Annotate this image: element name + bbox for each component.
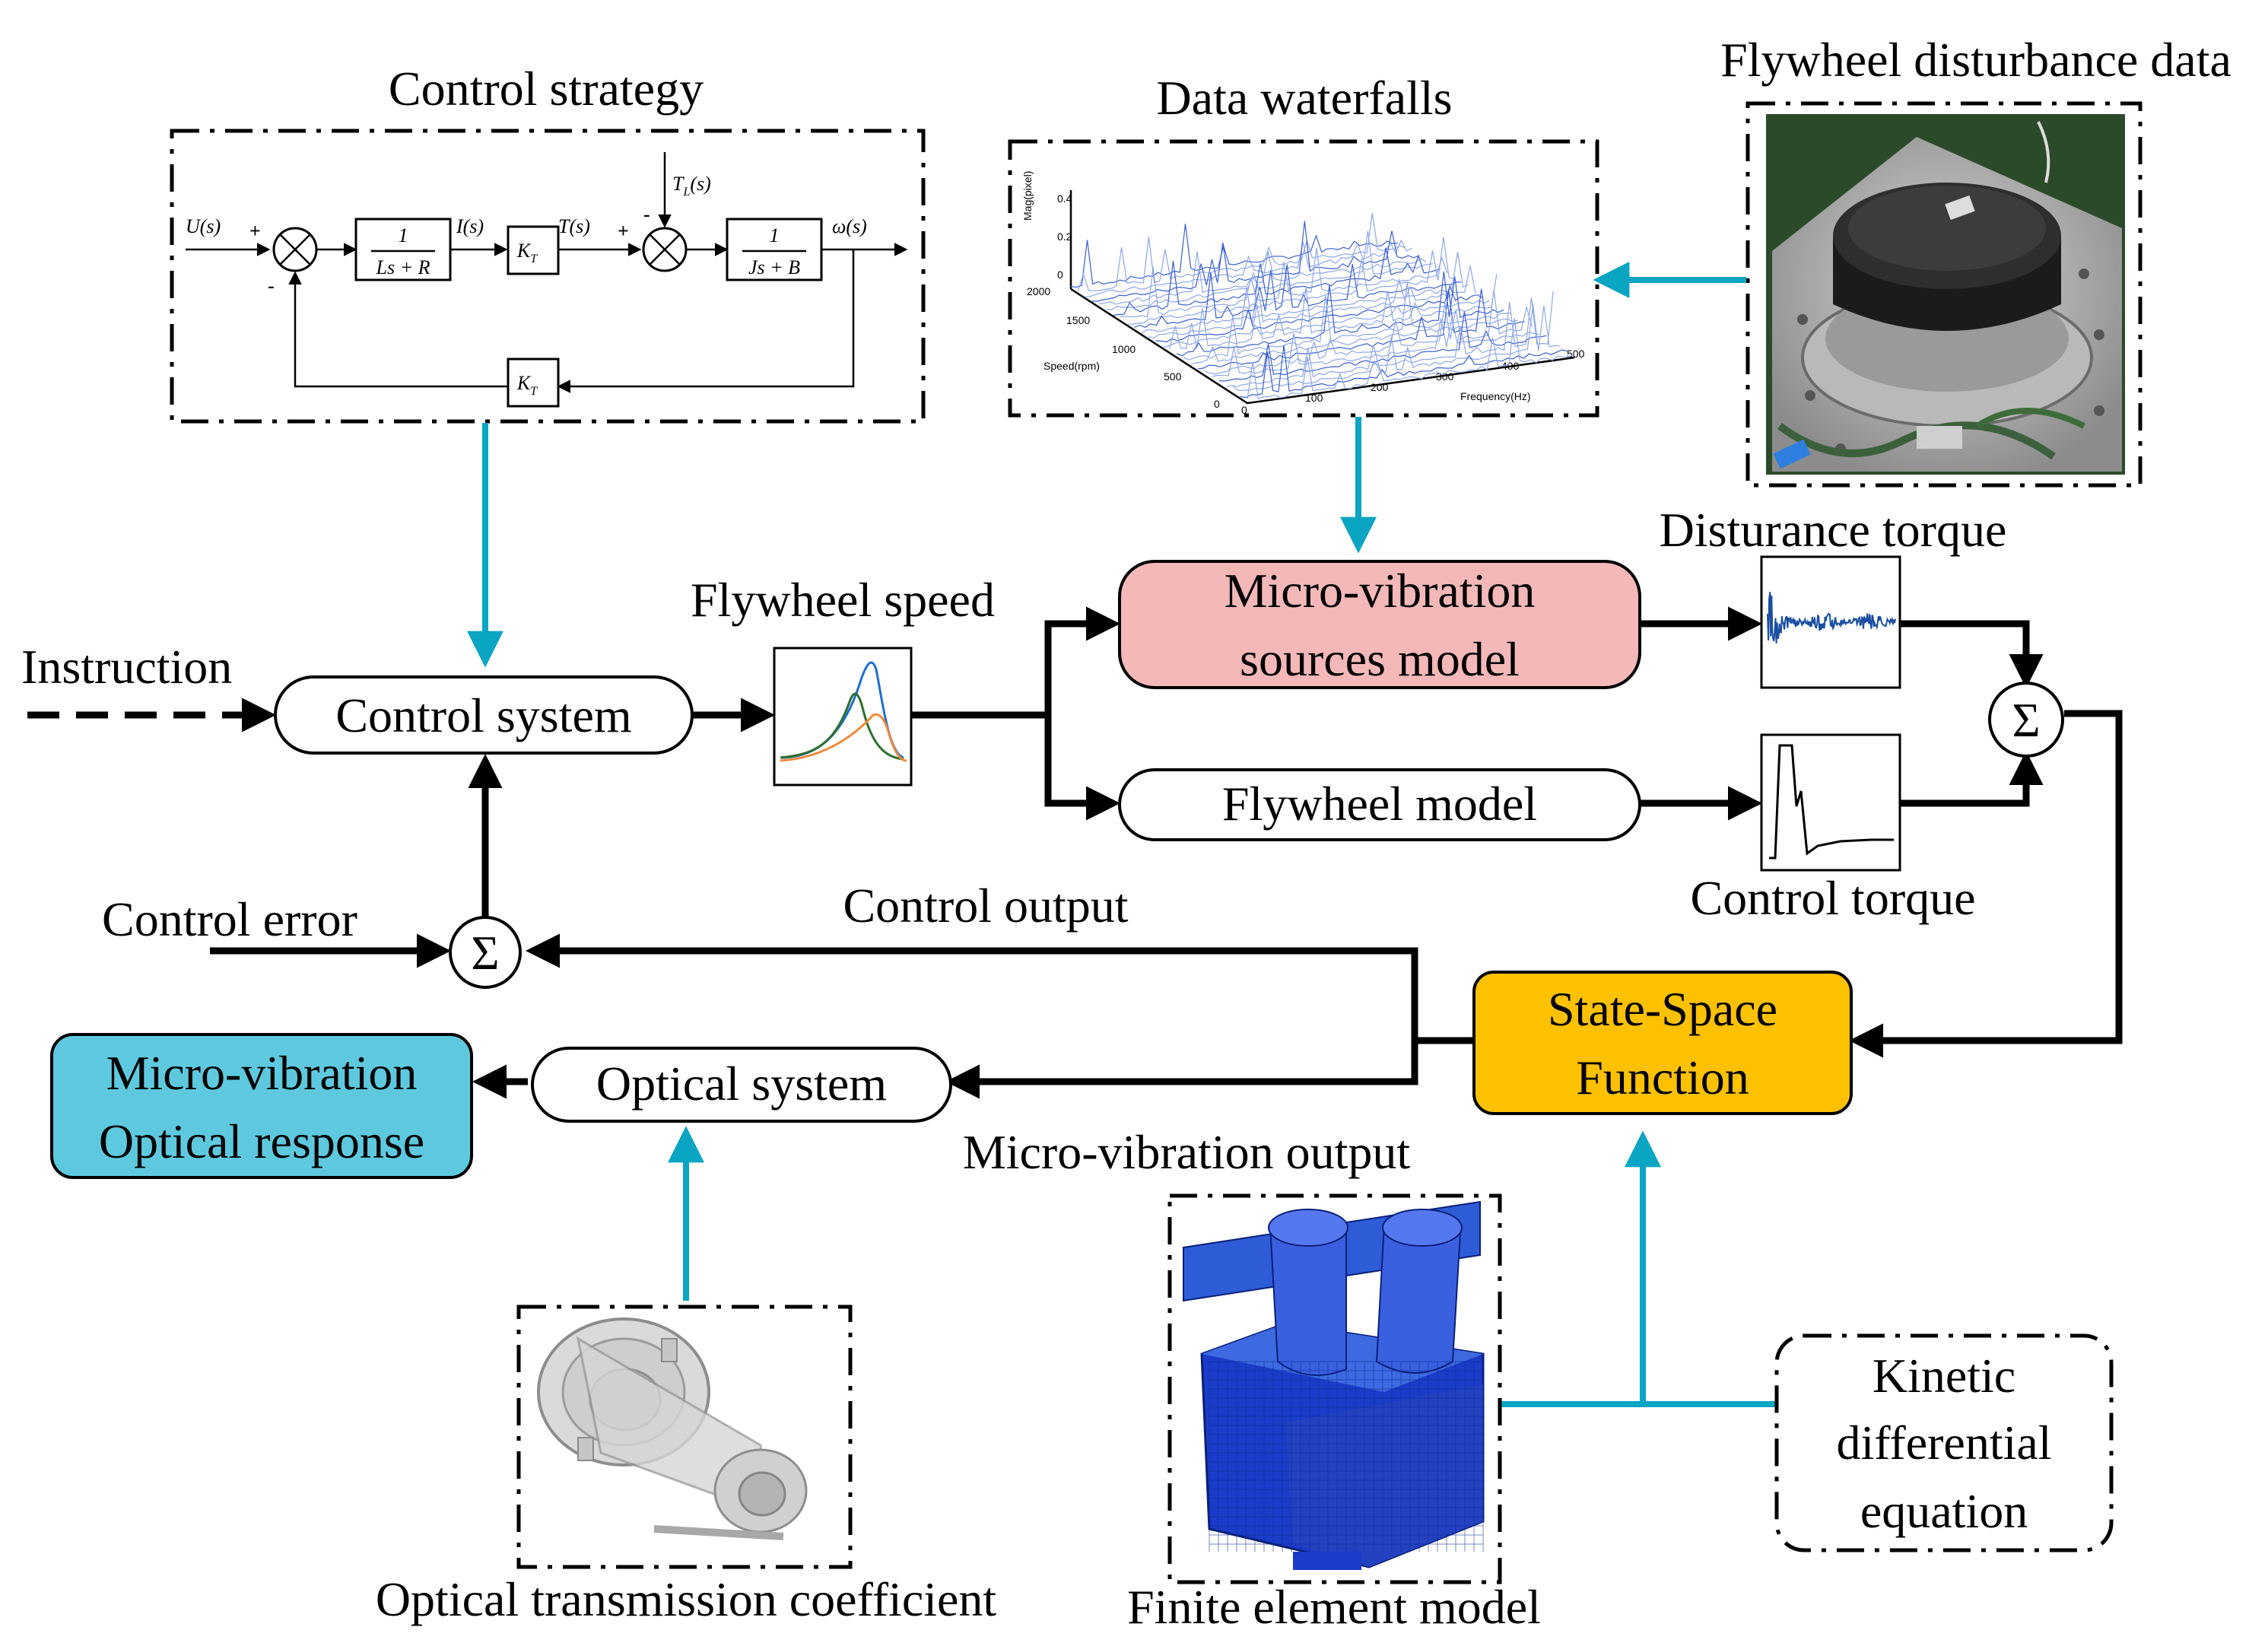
speed-tick-0: 2000 — [1027, 285, 1050, 297]
flywheel-disturbance-panel: Flywheel disturbance data — [1720, 33, 2231, 488]
freq-tick-3: 300 — [1436, 370, 1454, 383]
state-space-block: State-Space Function — [1472, 971, 1853, 1115]
kt-forward-label: KT — [516, 240, 538, 265]
block2-denominator: Js + B — [748, 256, 800, 278]
speed-tick-1: 1500 — [1066, 314, 1090, 326]
tl-label: TL(s) — [672, 173, 711, 199]
speed-tick-4: 0 — [1214, 398, 1220, 410]
speed-tick-2: 1000 — [1112, 343, 1136, 355]
state-space-label-1: State-Space — [1548, 982, 1777, 1036]
control-system-block: Control system — [274, 675, 694, 755]
kinetic-label-2: differential — [1836, 1416, 2051, 1470]
minus-2: - — [643, 203, 650, 225]
control-strategy-panel: Control strategy 1 Ls + R KT 1 Js + B KT… — [170, 62, 926, 424]
plus-2: + — [618, 220, 629, 242]
flywheel-speed-label: Flywheel speed — [691, 573, 995, 627]
optical-response-block: Micro-vibration Optical response — [50, 1033, 473, 1179]
plus-1: + — [249, 220, 261, 242]
kinetic-label-1: Kinetic — [1873, 1349, 2015, 1403]
omega-label: ω(s) — [832, 215, 867, 237]
data-waterfalls-title: Data waterfalls — [1156, 71, 1452, 125]
sources-label-1: Micro-vibration — [1225, 564, 1536, 618]
flywheel-speed-plot: Flywheel speed — [691, 573, 995, 787]
z-axis-label: Mag(pixel) — [1021, 171, 1034, 221]
optical-response-label-2: Optical response — [99, 1114, 424, 1168]
optical-transmission-label: Optical transmission coefficient — [376, 1572, 997, 1626]
kinetic-frame — [1774, 1333, 2114, 1552]
u-label: U(s) — [186, 215, 221, 237]
kinetic-label-3: equation — [1860, 1484, 2028, 1538]
optical-system-label: Optical system — [596, 1057, 887, 1111]
freq-tick-1: 100 — [1305, 392, 1323, 404]
disturbance-torque-label: Disturance torque — [1660, 503, 2007, 557]
kt-block-forward — [507, 225, 560, 275]
z-tick-1: 0.2 — [1057, 230, 1072, 243]
micro-vibration-sources-block: Micro-vibration sources model — [1118, 560, 1641, 689]
arrow-to-optical-system — [945, 1041, 1418, 1099]
state-space-label-2: Function — [1576, 1050, 1749, 1104]
arrow-dist-to-sum — [1900, 620, 2044, 688]
finite-element-label: Finite element model — [1127, 1580, 1541, 1634]
freq-tick-5: 500 — [1567, 348, 1585, 360]
control-strategy-title: Control strategy — [389, 62, 704, 116]
arrow-control-torque-to-sum — [1900, 751, 2044, 807]
block2-numerator: 1 — [770, 224, 780, 246]
mechanical-block — [726, 218, 823, 281]
flywheel-disturbance-title: Flywheel disturbance data — [1720, 33, 2231, 87]
i-label: I(s) — [456, 215, 484, 237]
speed-axis-label: Speed(rpm) — [1043, 360, 1100, 372]
arrow-speed-to-flywheel — [1044, 715, 1120, 821]
sum-junction-right: Σ — [1988, 682, 2064, 758]
arrow-state-space-to-error-sum — [526, 933, 1474, 1044]
flywheel-model-block: Flywheel model — [1118, 768, 1641, 841]
freq-tick-2: 200 — [1371, 381, 1389, 393]
optical-response-label-1: Micro-vibration — [106, 1046, 418, 1100]
optical-system-block: Optical system — [531, 1047, 952, 1123]
waterfall-plot: Mag(pixel) 0.4 0.2 0 Speed(rpm) 2000 150… — [1021, 171, 1585, 416]
kinetic-equation-block: Kinetic differential equation — [1774, 1333, 2114, 1552]
flywheel-photo — [1766, 114, 2125, 475]
sum-symbol-left: Σ — [471, 926, 499, 980]
minus-1: - — [268, 275, 275, 297]
fem-frame — [1167, 1193, 1502, 1584]
control-torque-label: Control torque — [1690, 871, 1975, 925]
control-error-label: Control error — [102, 892, 357, 946]
freq-tick-4: 400 — [1501, 360, 1520, 372]
flywheel-model-label: Flywheel model — [1222, 777, 1537, 831]
kt-block-feedback — [507, 358, 560, 408]
control-strategy-frame — [170, 129, 926, 424]
instruction-label: Instruction — [21, 640, 232, 694]
arrow-speed-to-sources — [911, 606, 1120, 719]
freq-tick-0: 0 — [1241, 404, 1247, 416]
data-waterfalls-panel: Data waterfalls Mag(pixel) 0.4 0.2 0 Spe… — [1008, 71, 1599, 418]
optical-model-render — [537, 1317, 808, 1540]
arrow-sum-to-state-space — [1849, 710, 2123, 1058]
finite-element-panel: Finite element model — [1127, 1193, 1541, 1634]
optical-model-frame — [516, 1305, 853, 1569]
optical-transmission-panel: Optical transmission coefficient — [376, 1305, 997, 1626]
kt-feedback-label: KT — [516, 372, 538, 398]
block1-denominator: Ls + R — [375, 256, 430, 278]
fem-render — [1183, 1200, 1485, 1570]
sum-junction-left: Σ — [449, 916, 522, 989]
data-waterfalls-frame — [1008, 139, 1599, 418]
control-output-label: Control output — [843, 879, 1128, 933]
z-tick-2: 0 — [1057, 269, 1063, 281]
flywheel-photo-frame — [1745, 101, 2143, 488]
block1-numerator: 1 — [399, 224, 408, 246]
control-torque-plot: Control torque — [1690, 733, 1976, 925]
z-tick-0: 0.4 — [1057, 192, 1072, 205]
sources-label-2: sources model — [1240, 632, 1520, 686]
disturbance-torque-plot: Disturance torque — [1660, 503, 2007, 689]
t-label: T(s) — [558, 215, 590, 237]
sum-symbol-right: Σ — [2012, 693, 2040, 747]
freq-axis-label: Frequency(Hz) — [1460, 390, 1531, 402]
speed-tick-3: 500 — [1164, 370, 1182, 383]
control-system-label: Control system — [335, 688, 631, 742]
micro-vibration-output-label: Micro-vibration output — [963, 1125, 1411, 1179]
